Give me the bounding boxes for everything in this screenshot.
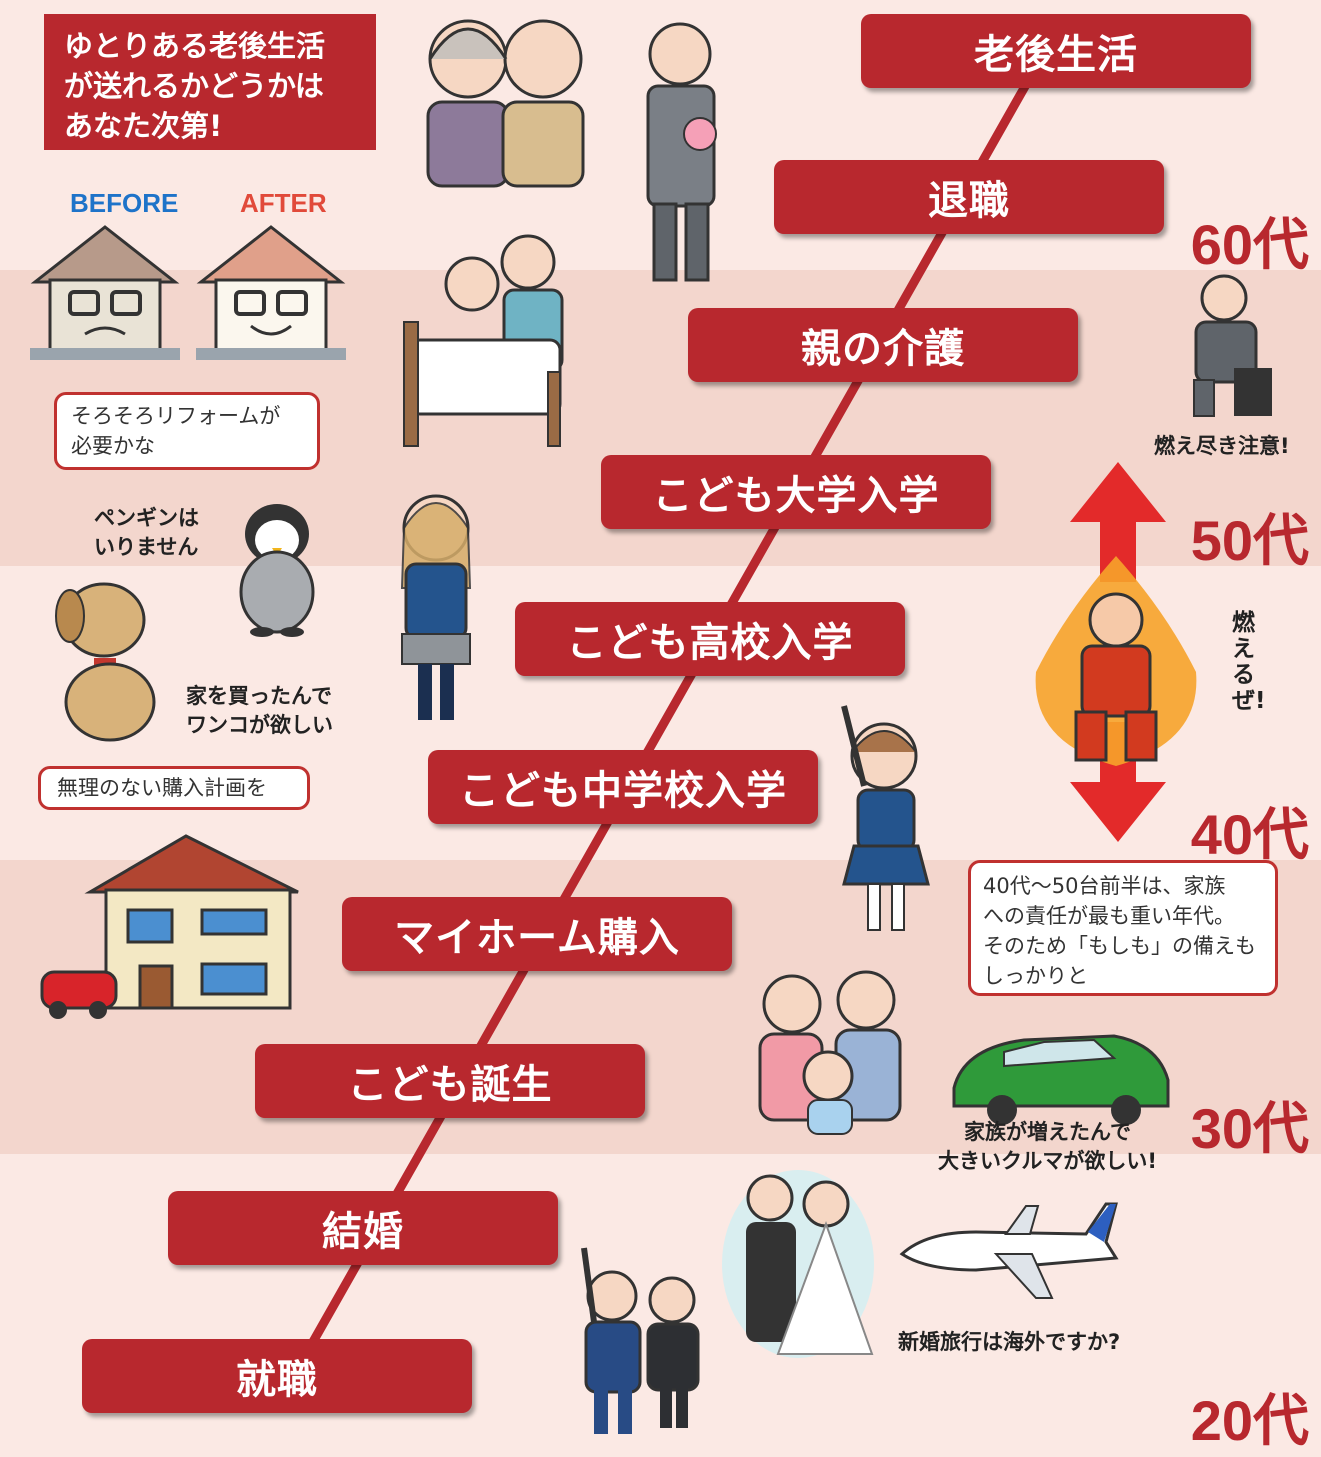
age-label-40s: 40代 (1190, 803, 1309, 866)
caption-fired-up: 燃えるぜ! (1232, 610, 1266, 714)
caption-car: 家族が増えたんで 大きいクルマが欲しい! (938, 1120, 1157, 1173)
double-arrow-icon (1070, 462, 1166, 842)
business-couple-icon (581, 1247, 700, 1434)
event-child-high-school: こども高校入学 (515, 602, 905, 676)
caption-dog: 家を買ったんで ワンコが欲しい (186, 684, 333, 737)
caregiving-bed-icon (403, 234, 564, 447)
before-label: BEFORE (70, 188, 179, 218)
age-label-20s: 20代 (1190, 1389, 1309, 1452)
dog-icon (55, 582, 156, 742)
headline: ゆとりある老後生活 が送れるかどうかは あなた次第! (44, 14, 376, 150)
event-child-birth: こども誕生 (255, 1044, 645, 1118)
fired-up-man-icon (1035, 556, 1197, 766)
junior-high-girl-icon (841, 705, 930, 931)
age-label-30s: 30代 (1190, 1097, 1309, 1160)
airplane-icon (899, 1202, 1119, 1299)
age-label-60s: 60代 (1190, 213, 1309, 276)
burned-out-man-icon (1193, 274, 1272, 417)
event-retirement: 退職 (774, 160, 1164, 234)
event-employment: 就職 (82, 1339, 472, 1413)
after-label: AFTER (240, 188, 327, 218)
house-before-icon (30, 225, 180, 360)
caption-honeymoon: 新婚旅行は海外ですか? (898, 1330, 1121, 1354)
high-school-girl-icon (400, 494, 472, 720)
bubble-purchase-plan: 無理のない購入計画を (38, 766, 310, 810)
caption-burnout: 燃え尽き注意! (1154, 434, 1290, 458)
family-icon (758, 970, 902, 1135)
bubble-reform: そろそろリフォームが 必要かな (54, 392, 320, 470)
event-child-junior-high: こども中学校入学 (428, 750, 818, 824)
bubble-responsibility: 40代〜50台前半は、家族 への責任が最も重い年代。 そのため「もしも」の備えも… (968, 860, 1278, 996)
wedding-couple-icon (722, 1170, 874, 1358)
event-home-purchase: マイホーム購入 (342, 897, 732, 971)
house-after-icon (196, 225, 346, 360)
event-marriage: 結婚 (168, 1191, 558, 1265)
elderly-couple-icon (426, 19, 585, 188)
age-label-50s: 50代 (1190, 509, 1309, 572)
retiree-with-bouquet-icon (646, 22, 717, 282)
event-child-university: こども大学入学 (601, 455, 991, 529)
penguin-icon (239, 504, 315, 637)
car-icon (952, 1034, 1170, 1125)
event-parent-care: 親の介護 (688, 308, 1078, 382)
event-retirement-life: 老後生活 (861, 14, 1251, 88)
new-house-icon (40, 834, 299, 1019)
caption-penguin: ペンギンは いりません (94, 506, 199, 559)
